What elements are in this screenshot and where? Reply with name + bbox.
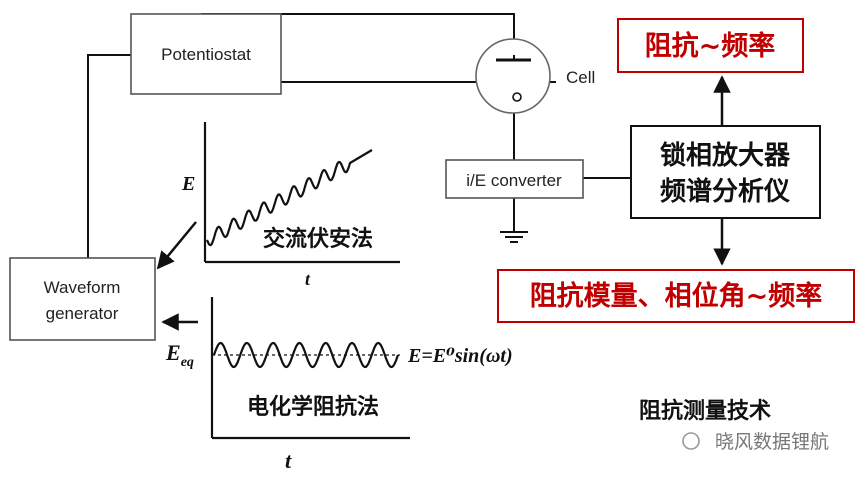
graph-ac-xlabel: t — [305, 269, 311, 289]
output-top-box: 阻抗~频率 — [617, 18, 804, 73]
graph-ac-ylabel: E — [181, 173, 195, 195]
graph-eis: Eeq t E=E⁰sin(ωt) 电化学阻抗法 — [165, 297, 513, 473]
waveform-label-line1: Waveform — [44, 278, 121, 297]
output-top-label: 阻抗~频率 — [645, 30, 776, 62]
graph-eis-formula: E=E⁰sin(ωt) — [407, 345, 513, 367]
graph-eis-sine — [212, 341, 400, 369]
potentiostat-label: Potentiostat — [161, 45, 251, 64]
lockin-label-line1: 锁相放大器 — [660, 140, 791, 171]
watermark-text: 晓风数据锂航 — [715, 431, 829, 453]
output-bottom-box: 阻抗模量、相位角~频率 — [497, 269, 855, 323]
graph-ac-caption: 交流伏安法 — [263, 226, 373, 252]
graph-ac-voltammetry: E t 交流伏安法 — [181, 122, 400, 289]
graph-ac-ramp-sine — [206, 149, 373, 247]
waveform-generator-box: Waveform generator — [9, 257, 156, 341]
ground-icon — [500, 231, 528, 243]
lockin-label-line2: 频谱分析仪 — [660, 176, 791, 207]
wire-potentiostat-waveform — [87, 54, 131, 258]
graph-eis-xlabel: t — [285, 448, 292, 473]
potentiostat-box: Potentiostat — [130, 13, 282, 95]
output-bottom-label: 阻抗模量、相位角~频率 — [530, 280, 823, 312]
waveform-label-line2: generator — [46, 304, 119, 323]
converter-label: i/E converter — [466, 171, 562, 190]
lockin-box: 锁相放大器 频谱分析仪 — [630, 125, 821, 219]
graph-eis-caption: 电化学阻抗法 — [247, 394, 379, 420]
cell-icon: Cell — [475, 38, 595, 114]
graph-eis-ylabel: Eeq — [165, 340, 194, 370]
watermark: 晓风数据锂航 — [682, 431, 829, 453]
arrow-ac-to-generator — [156, 221, 197, 270]
footer-title: 阻抗测量技术 — [639, 398, 771, 424]
converter-box: i/E converter — [445, 159, 584, 199]
cell-label: Cell — [566, 68, 595, 87]
wechat-icon — [682, 432, 700, 450]
